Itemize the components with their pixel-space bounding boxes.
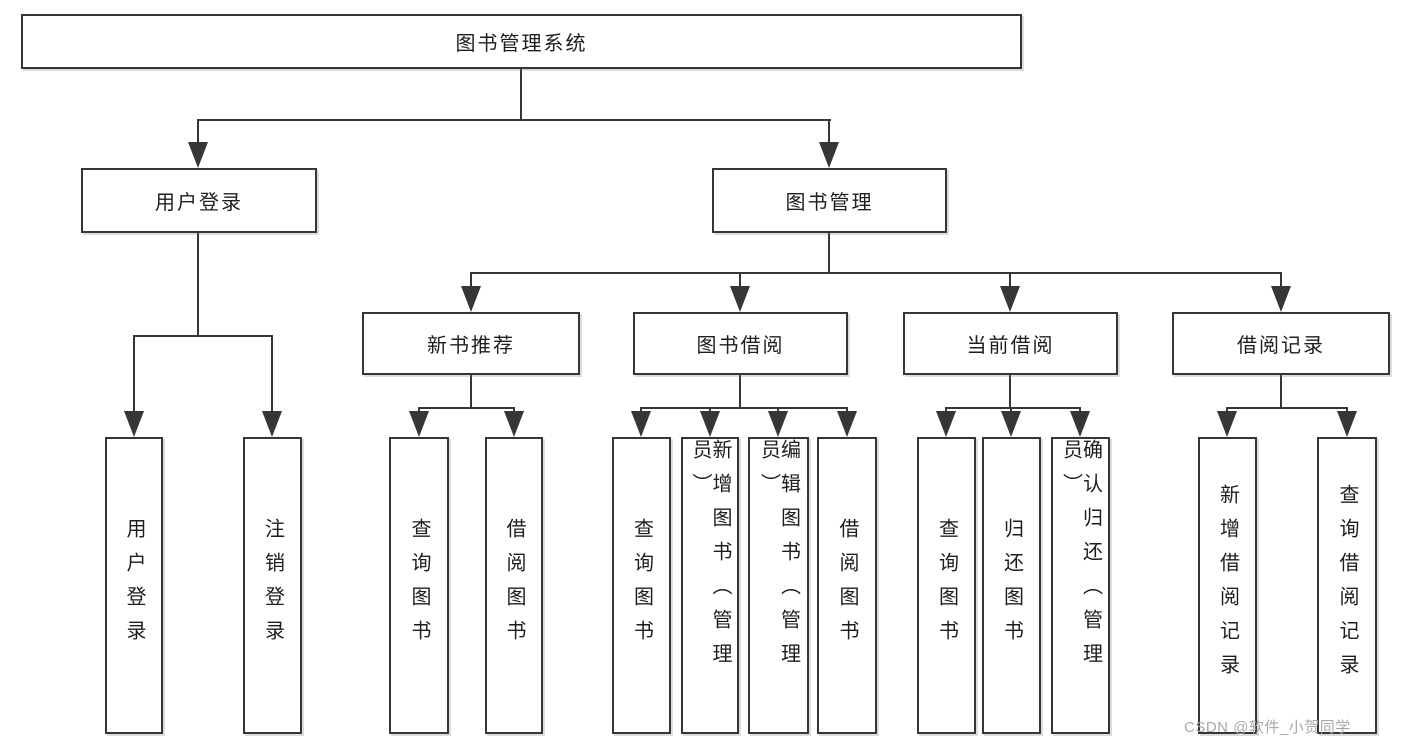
connector-line-vertical — [1346, 407, 1348, 413]
node-book-management: 图书管理 — [712, 168, 947, 233]
connector-line-vertical — [739, 375, 741, 408]
connector-line-vertical — [777, 407, 779, 413]
connector-line-vertical — [513, 407, 515, 413]
connector-line-horizontal — [134, 335, 273, 337]
leaf-current-query-book: 查询图书 — [917, 437, 976, 734]
arrowhead-down-icon — [631, 411, 651, 437]
arrowhead-down-icon — [1000, 286, 1020, 312]
connector-line-vertical — [271, 335, 273, 413]
arrowhead-down-icon — [700, 411, 720, 437]
connector-line-vertical — [640, 407, 642, 413]
connector-line-horizontal — [471, 272, 1282, 274]
arrowhead-down-icon — [819, 142, 839, 168]
arrowhead-down-icon — [730, 286, 750, 312]
connector-line-horizontal — [198, 119, 831, 121]
connector-line-vertical — [418, 407, 420, 413]
arrowhead-down-icon — [1070, 411, 1090, 437]
arrowhead-down-icon — [837, 411, 857, 437]
node-borrowing-records: 借阅记录 — [1172, 312, 1390, 375]
connector-line-horizontal — [946, 407, 1081, 409]
connector-line-vertical — [828, 233, 830, 274]
arrowhead-down-icon — [461, 286, 481, 312]
arrowhead-down-icon — [1001, 411, 1021, 437]
connector-line-vertical — [470, 375, 472, 408]
arrowhead-down-icon — [936, 411, 956, 437]
leaf-recommend-query-book: 查询图书 — [389, 437, 449, 734]
leaf-borrow-book: 借阅图书 — [817, 437, 877, 734]
connector-line-vertical — [197, 233, 199, 336]
connector-line-horizontal — [641, 407, 848, 409]
arrowhead-down-icon — [1271, 286, 1291, 312]
connector-line-vertical — [1079, 407, 1081, 413]
node-user-login: 用户登录 — [81, 168, 317, 233]
arrowhead-down-icon — [768, 411, 788, 437]
leaf-add-book-admin: 新增图书（管理员） — [681, 437, 739, 734]
arrowhead-down-icon — [1337, 411, 1357, 437]
leaf-borrow-query-book: 查询图书 — [612, 437, 671, 734]
arrowhead-down-icon — [262, 411, 282, 437]
connector-line-vertical — [709, 407, 711, 413]
connector-line-vertical — [945, 407, 947, 413]
connector-line-horizontal — [419, 407, 515, 409]
connector-line-vertical — [1280, 272, 1282, 288]
node-current-borrowing: 当前借阅 — [903, 312, 1118, 375]
connector-line-vertical — [470, 272, 472, 288]
arrowhead-down-icon — [409, 411, 429, 437]
leaf-add-borrow-record: 新增借阅记录 — [1198, 437, 1257, 734]
connector-line-vertical — [520, 69, 522, 121]
leaf-confirm-return-admin: 确认归还（管理员） — [1051, 437, 1110, 734]
leaf-return-book: 归还图书 — [982, 437, 1041, 734]
leaf-recommend-borrow-book: 借阅图书 — [485, 437, 543, 734]
node-library-management-system: 图书管理系统 — [21, 14, 1022, 69]
connector-line-vertical — [1226, 407, 1228, 413]
connector-line-vertical — [1009, 375, 1011, 408]
arrowhead-down-icon — [1217, 411, 1237, 437]
arrowhead-down-icon — [188, 142, 208, 168]
connector-line-vertical — [197, 119, 199, 147]
connector-line-horizontal — [1227, 407, 1348, 409]
arrowhead-down-icon — [124, 411, 144, 437]
leaf-user-login: 用户登录 — [105, 437, 163, 734]
connector-line-vertical — [828, 119, 830, 147]
arrowhead-down-icon — [504, 411, 524, 437]
node-book-borrowing: 图书借阅 — [633, 312, 848, 375]
leaf-edit-book-admin: 编辑图书（管理员） — [748, 437, 809, 734]
connector-line-vertical — [1280, 375, 1282, 408]
leaf-query-borrow-record: 查询借阅记录 — [1317, 437, 1377, 734]
leaf-logout: 注销登录 — [243, 437, 302, 734]
connector-line-vertical — [1010, 407, 1012, 413]
connector-line-vertical — [133, 335, 135, 413]
connector-line-vertical — [739, 272, 741, 288]
connector-line-vertical — [846, 407, 848, 413]
connector-line-vertical — [1009, 272, 1011, 288]
node-new-book-recommendation: 新书推荐 — [362, 312, 580, 375]
csdn-watermark: CSDN @软件_小贺同学 — [1184, 719, 1351, 736]
